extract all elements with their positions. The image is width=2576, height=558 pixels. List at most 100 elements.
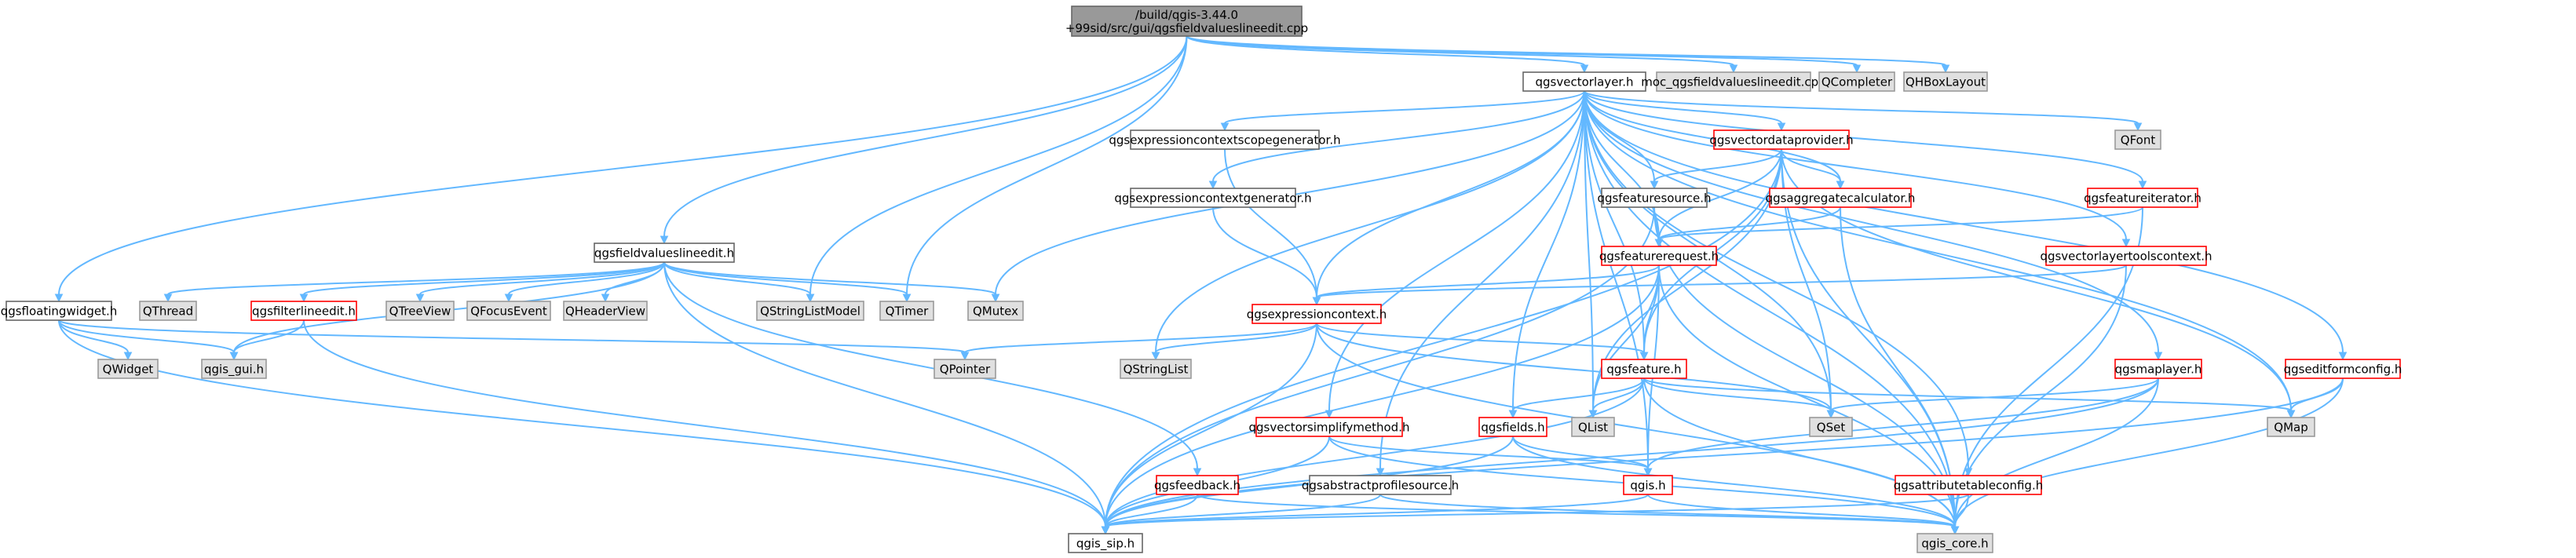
- node-label: qgsfilterlineedit.h: [252, 305, 356, 319]
- node-qgsfloatingwidget-h[interactable]: qgsfloatingwidget.h: [1, 301, 118, 321]
- node-qgsvectorlayertoolscontext-h[interactable]: qgsvectorlayertoolscontext.h: [2040, 246, 2212, 266]
- node-qgis-h[interactable]: qgis.h: [1623, 475, 1673, 495]
- node-qgis-core-h[interactable]: qgis_core.h: [1916, 533, 1993, 553]
- edge-qgsfieldvalueslineedit-to-qgsfilterlineedit: [299, 261, 665, 303]
- edge-qgsvectorlayer-to-qgsvectordataprovider: [1584, 90, 1786, 132]
- node-box: [466, 301, 551, 321]
- node-label: QFocusEvent: [470, 305, 547, 319]
- node-box: [385, 301, 455, 321]
- node-qwidget[interactable]: QWidget: [97, 359, 159, 379]
- node-label: qgsaggregatecalculator.h: [1766, 191, 1916, 206]
- node-build-qgis-3-44-0-99sid-src-gui-qgsfieldvalueslineedit-cpp[interactable]: /build/qgis-3.44.0+99sid/src/gui/qgsfiel…: [1065, 5, 1308, 37]
- node-qstringlistmodel[interactable]: QStringListModel: [756, 301, 864, 321]
- node-qgsfieldvalueslineedit-h[interactable]: qgsfieldvalueslineedit.h: [594, 243, 735, 263]
- node-qgseditformconfig-h[interactable]: qgseditformconfig.h: [2284, 359, 2402, 379]
- node-label: qgsattributetableconfig.h: [1894, 479, 2043, 493]
- edge-qgsfloatingwidget-to-QPointer: [58, 319, 970, 361]
- edge-qgsvectorlayer-to-qgsfeaturesource: [1584, 90, 1659, 190]
- node-label: QHeaderView: [565, 305, 645, 319]
- edge-qgsattributetableconfig-to-qgis_sip: [1101, 494, 1969, 535]
- node-box: [250, 301, 357, 321]
- edge-qgsmaplayer-to-QSet: [1826, 377, 2159, 419]
- node-qgsmaplayer-h[interactable]: qgsmaplayer.h: [2114, 359, 2202, 379]
- node-box: [2045, 246, 2207, 266]
- node-box: [934, 359, 996, 379]
- node-qgsfilterlineedit-h[interactable]: qgsfilterlineedit.h: [250, 301, 357, 321]
- edge-qgsattributetableconfig-to-qgis_core: [1950, 494, 1969, 535]
- node-qgsaggregatecalculator-h[interactable]: qgsaggregatecalculator.h: [1766, 188, 1916, 208]
- node-qgsexpressioncontextgenerator-h[interactable]: qgsexpressioncontextgenerator.h: [1114, 188, 1312, 208]
- node-qgsfeatureiterator-h[interactable]: qgsfeatureiterator.h: [2084, 188, 2201, 208]
- node-qgsattributetableconfig-h[interactable]: qgsattributetableconfig.h: [1894, 475, 2043, 495]
- node-qgsfeedback-h[interactable]: qgsfeedback.h: [1154, 475, 1240, 495]
- node-box: [1903, 71, 1988, 92]
- node-box: [1769, 188, 1912, 208]
- edge-qgsvectorlayer-to-qgsexprscopegen: [1220, 90, 1585, 132]
- node-label: qgsfields.h: [1481, 421, 1544, 435]
- node-moc-qgsfieldvalueslineedit-cpp[interactable]: moc_qgsfieldvalueslineedit.cpp: [1641, 71, 1826, 92]
- node-label: qgsvectorlayertoolscontext.h: [2040, 250, 2212, 264]
- node-qfont[interactable]: QFont: [2114, 129, 2161, 150]
- node-box: [563, 301, 648, 321]
- node-label: qgsfieldvalueslineedit.h: [594, 246, 734, 261]
- edge-qgsvectorlayer-to-qgsvectorlayertoolscontext: [1584, 90, 2131, 248]
- node-qhboxlayout[interactable]: QHBoxLayout: [1903, 71, 1988, 92]
- node-qmutex[interactable]: QMutex: [967, 301, 1024, 321]
- node-box: [1130, 129, 1320, 150]
- node-box: [1571, 417, 1615, 437]
- node-qgsabstractprofilesource-h[interactable]: qgsabstractprofilesource.h: [1302, 475, 1459, 495]
- edge-qgsfeaturerequest-to-qgsexpressioncontext: [1312, 264, 1660, 306]
- node-qmap[interactable]: QMap: [2267, 417, 2315, 437]
- node-qgsvectorsimplifymethod-h[interactable]: qgsvectorsimplifymethod.h: [1249, 417, 1410, 437]
- edge-qgsfieldvalueslineedit-to-QFocusEvent: [504, 261, 665, 303]
- node-qlist[interactable]: QList: [1571, 417, 1615, 437]
- node-qstringlist[interactable]: QStringList: [1120, 359, 1192, 379]
- edge-qgsvectorlayer-to-QFont: [1584, 90, 2143, 132]
- node-box: [1818, 71, 1895, 92]
- edge-qgsfilterlineedit-to-qgis_sip: [303, 319, 1110, 535]
- node-box: [1120, 359, 1192, 379]
- node-qpointer[interactable]: QPointer: [934, 359, 996, 379]
- node-label-line: /build/qgis-3.44.0: [1135, 8, 1238, 22]
- edge-root-to-qgsvectorlayer: [1186, 35, 1589, 74]
- node-qgis-sip-h[interactable]: qgis_sip.h: [1068, 533, 1143, 553]
- node-qthread[interactable]: QThread: [139, 301, 197, 321]
- node-qfocusevent[interactable]: QFocusEvent: [466, 301, 551, 321]
- edge-qgsfieldvalueslineedit-to-QTimer: [663, 261, 912, 303]
- node-layer: /build/qgis-3.44.0+99sid/src/gui/qgsfiel…: [1, 5, 2402, 553]
- node-qtreeview[interactable]: QTreeView: [385, 301, 455, 321]
- node-qgsfeaturerequest-h[interactable]: qgsfeaturerequest.h: [1599, 246, 1719, 266]
- node-label: QFont: [2121, 133, 2156, 148]
- node-label: qgsfloatingwidget.h: [1, 305, 118, 319]
- node-label: qgsexpressioncontext.h: [1247, 308, 1387, 322]
- node-qheaderview[interactable]: QHeaderView: [563, 301, 648, 321]
- node-label: qgis_sip.h: [1076, 537, 1135, 552]
- node-qgsexpressioncontextscopegenerator-h[interactable]: qgsexpressioncontextscopegenerator.h: [1109, 129, 1341, 150]
- node-qgis-gui-h[interactable]: qgis_gui.h: [201, 359, 267, 379]
- node-qcompleter[interactable]: QCompleter: [1818, 71, 1895, 92]
- node-qgsfeature-h[interactable]: qgsfeature.h: [1601, 359, 1687, 379]
- node-label: QThread: [143, 305, 193, 319]
- node-qgsvectordataprovider-h[interactable]: qgsvectordataprovider.h: [1709, 129, 1854, 150]
- node-qgsexpressioncontext-h[interactable]: qgsexpressioncontext.h: [1247, 304, 1387, 324]
- edge-qgsvectorlayer-to-qgsmaplayer: [1584, 90, 2163, 361]
- node-label: qgis.h: [1630, 479, 1665, 493]
- node-box: [1623, 475, 1673, 495]
- node-qgsfeaturesource-h[interactable]: qgsfeaturesource.h: [1597, 188, 1712, 208]
- edge-qgis-to-qgis_sip: [1101, 494, 1649, 535]
- node-qgsvectorlayer-h[interactable]: qgsvectorlayer.h: [1522, 71, 1646, 92]
- node-box: [1895, 475, 2042, 495]
- node-label: qgsfeedback.h: [1154, 479, 1240, 493]
- node-box: [2087, 188, 2198, 208]
- node-label: QPointer: [940, 363, 991, 377]
- node-label: QHBoxLayout: [1906, 75, 1986, 89]
- node-label: QList: [1578, 421, 1608, 435]
- node-label-line: +99sid/src/gui/qgsfieldvalueslineedit.cp…: [1065, 21, 1308, 35]
- edge-qgsexpressioncontext-to-QPointer: [960, 323, 1317, 361]
- node-label: QWidget: [103, 363, 154, 377]
- node-qgsfields-h[interactable]: qgsfields.h: [1478, 417, 1547, 437]
- node-qset[interactable]: QSet: [1809, 417, 1853, 437]
- node-label: qgsfeaturerequest.h: [1599, 250, 1719, 264]
- node-qtimer[interactable]: QTimer: [879, 301, 934, 321]
